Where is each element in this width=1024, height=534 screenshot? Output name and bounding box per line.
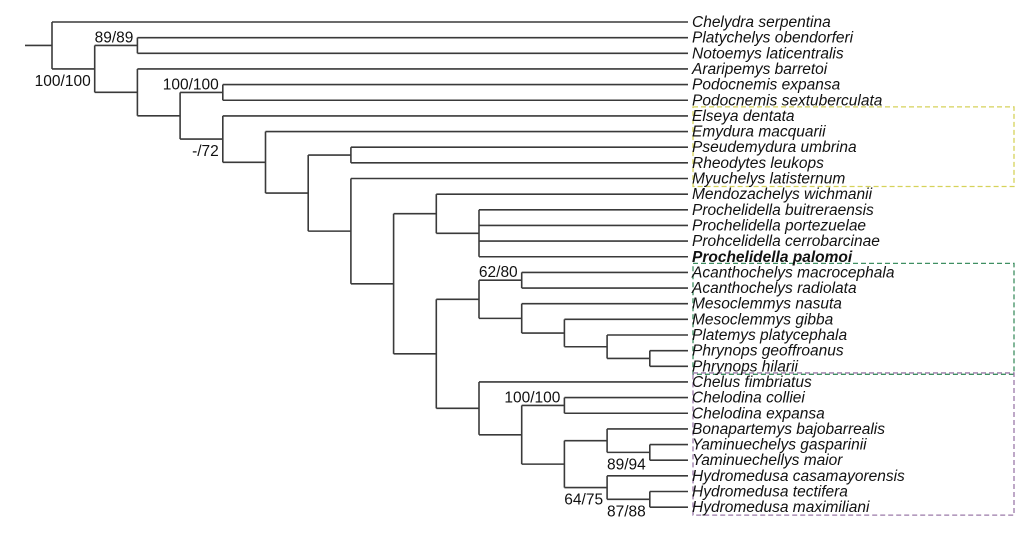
tip-label: Chelydra serpentina [692,14,831,31]
support-value: 89/94 [607,456,646,473]
tip-label: Prochelidella buitreraensis [692,202,874,219]
tip-label: Emydura macquarii [692,124,826,141]
yellow-clade-box [692,106,1015,188]
tip-label: Mesoclemmys nasuta [692,296,842,313]
tip-label: Prohcelidella cerrobarcinae [692,233,880,250]
tip-label: Myuchelys latisternum [692,171,845,188]
tip-label: Prochelidella portezuelae [692,217,866,234]
support-value: 62/80 [479,264,518,281]
support-value: 100/100 [504,389,560,406]
tip-label: Platemys platycephala [692,327,847,344]
tip-label: Chelodina expansa [692,405,825,422]
support-value: 100/100 [35,73,91,90]
tip-label: Pseudemydura umbrina [692,139,857,156]
tip-label: Yaminuechelys gasparinii [692,437,867,454]
purple-clade-box [692,372,1015,516]
tip-label: Elseya dentata [692,108,795,125]
tip-label: Hydromedusa maximiliani [692,499,870,516]
tip-label: Acanthochelys macrocephala [691,264,895,281]
support-value: -/72 [192,143,219,160]
tip-label: Mesoclemmys gibba [692,311,834,328]
tip-label: Chelus fimbriatus [692,374,812,391]
clade-boxes [692,106,1015,516]
tip-label: Phrynops hilarii [692,358,799,375]
tip-label: Chelodina colliei [692,390,805,407]
support-value: 100/100 [163,76,219,93]
tip-label: Acanthochelys radiolata [691,280,857,297]
support-value: 89/89 [95,29,134,46]
tip-label: Araripemys barretoi [691,61,828,78]
green-clade-box [692,262,1015,375]
tip-label: Hydromedusa tectifera [692,484,848,501]
tip-label: Mendozachelys wichmanii [692,186,873,203]
tip-label: Rheodytes leukops [692,155,824,172]
tip-label: Podocnemis expansa [692,77,841,94]
tip-label: Bonapartemys bajobarrealis [692,421,885,438]
tip-label: Platychelys obendorferi [692,30,854,47]
tip-label: Yaminuechellys maior [692,452,843,469]
tip-label: Podocnemis sextuberculata [692,92,883,109]
tip-label: Hydromedusa casamayorensis [692,468,905,485]
support-value: 64/75 [564,492,603,509]
support-value: 87/88 [607,503,646,520]
tip-label: Phrynops geoffroanus [692,343,844,360]
tip-label: Prochelidella palomoi [692,249,853,266]
tree-branches [25,21,688,508]
tip-label: Notoemys laticentralis [692,45,844,62]
